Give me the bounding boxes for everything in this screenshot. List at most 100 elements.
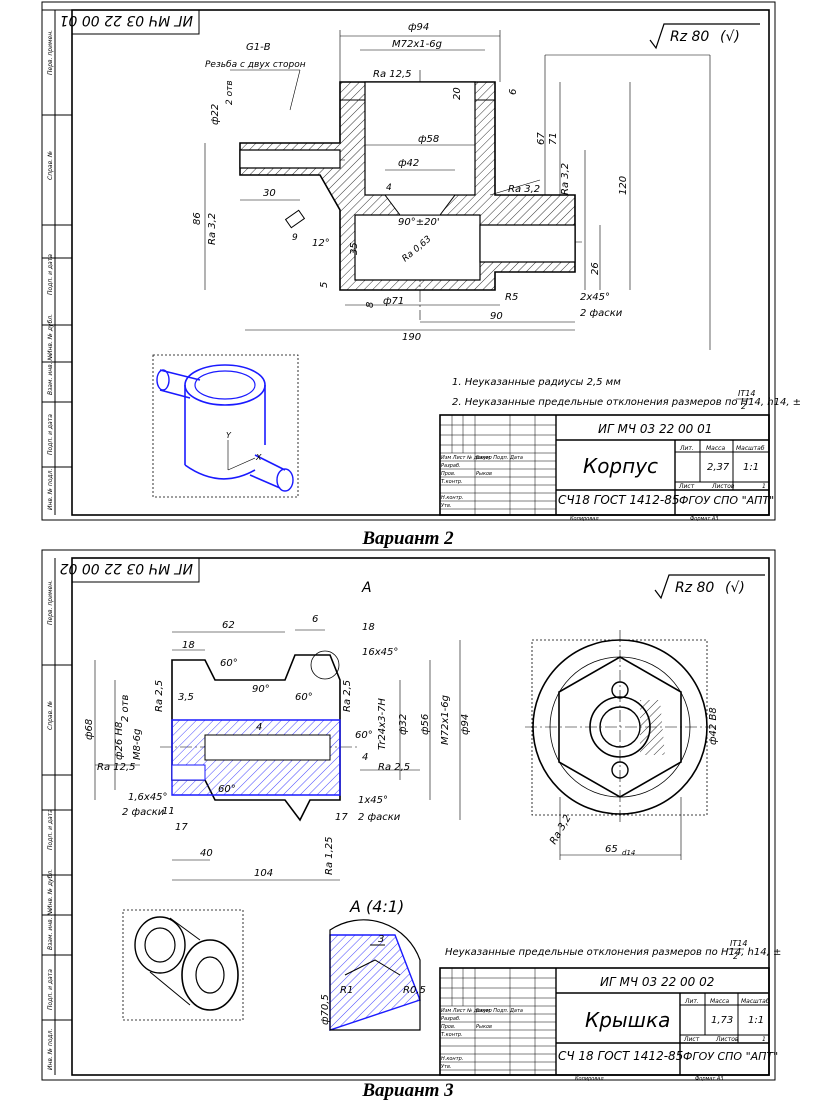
svg-text:2 фаски: 2 фаски bbox=[358, 812, 401, 823]
svg-text:Масса: Масса bbox=[710, 998, 729, 1005]
svg-text:Ra 2,5: Ra 2,5 bbox=[378, 762, 410, 773]
caption-variant-2: Вариант 2 bbox=[362, 528, 454, 549]
sheet-variant-3: Перв. примен. Справ. № Подп. и дата Инв.… bbox=[41, 549, 781, 1082]
svg-text:Ra 12,5: Ra 12,5 bbox=[373, 69, 412, 80]
left-stamp-column: Перв. примен. Справ. № Подп. и дата Инв.… bbox=[42, 558, 72, 1075]
sheet-outer-border bbox=[41, 549, 776, 1081]
title-material: СЧ18 ГОСТ 1412-85 bbox=[558, 493, 679, 507]
left-stamp-column: Перв. примен. Справ. № Подп. и дата Инв.… bbox=[42, 9, 72, 515]
svg-text:IT14: IT14 bbox=[730, 939, 747, 948]
svg-text:Ra 3,2: Ra 3,2 bbox=[207, 213, 218, 245]
svg-text:d14: d14 bbox=[622, 849, 635, 857]
dimension-lines bbox=[204, 30, 711, 350]
svg-text:Подп. и дата: Подп. и дата bbox=[47, 969, 54, 1010]
svg-text:Рыков: Рыков bbox=[476, 471, 492, 477]
title-block: Изм Лист № докум. Подп. Дата Разраб. Бак… bbox=[439, 967, 778, 1082]
svg-text:11: 11 bbox=[162, 806, 175, 817]
surface-finish-check: (√) bbox=[725, 580, 745, 596]
svg-text:90°: 90° bbox=[252, 684, 270, 695]
svg-text:Изм Лист № докум. Подп. Дат: Изм Лист № докум. Подп. Дата bbox=[441, 1008, 523, 1014]
top-designation: ИГ МЧ 03 22 00 01 bbox=[60, 12, 193, 28]
svg-text:Листов: Листов bbox=[711, 483, 735, 490]
svg-text:Утв.: Утв. bbox=[441, 1064, 452, 1070]
svg-text:Подп. и дата: Подп. и дата bbox=[47, 809, 54, 850]
svg-text:ф56: ф56 bbox=[420, 714, 431, 735]
svg-text:Инв. № подл.: Инв. № подл. bbox=[47, 469, 54, 510]
svg-text:Пров.: Пров. bbox=[441, 1024, 456, 1030]
svg-text:2 фаски: 2 фаски bbox=[122, 807, 165, 818]
svg-text:40: 40 bbox=[200, 848, 213, 859]
surface-finish-check: (√) bbox=[720, 29, 740, 45]
svg-text:1,6x45°: 1,6x45° bbox=[128, 792, 168, 803]
svg-text:4: 4 bbox=[386, 183, 392, 193]
svg-text:71: 71 bbox=[548, 132, 559, 145]
svg-text:26: 26 bbox=[590, 262, 601, 275]
svg-text:Бакер: Бакер bbox=[476, 455, 492, 461]
svg-text:Подп. и дата: Подп. и дата bbox=[47, 414, 54, 455]
title-mass: 1,73 bbox=[711, 1015, 733, 1026]
svg-text:ф94: ф94 bbox=[460, 714, 471, 735]
svg-text:ф42: ф42 bbox=[398, 158, 419, 169]
svg-text:ф70,5: ф70,5 bbox=[320, 994, 331, 1025]
title-mass: 2,37 bbox=[707, 462, 730, 473]
svg-text:4: 4 bbox=[256, 722, 262, 733]
svg-text:Перв. примен.: Перв. примен. bbox=[47, 580, 54, 625]
svg-text:3: 3 bbox=[378, 934, 384, 945]
title-designation: ИГ МЧ 03 22 00 02 bbox=[600, 975, 714, 989]
isometric-view bbox=[122, 909, 244, 1021]
caption-variant-3: Вариант 3 bbox=[362, 1080, 454, 1101]
svg-text:65: 65 bbox=[605, 844, 618, 855]
svg-text:Бакер: Бакер bbox=[476, 1008, 492, 1014]
title-scale: 1:1 bbox=[748, 1015, 764, 1026]
surface-finish-symbol bbox=[654, 574, 765, 600]
section-label: A bbox=[361, 580, 372, 596]
svg-text:67: 67 bbox=[536, 132, 547, 145]
svg-text:ф32: ф32 bbox=[398, 714, 409, 735]
svg-text:17: 17 bbox=[175, 822, 188, 833]
detail-view: A (4:1) 3 R1 R0,5 ф70,5 bbox=[320, 897, 426, 1031]
svg-text:35: 35 bbox=[349, 242, 360, 255]
title-material: СЧ 18 ГОСТ 1412-85 bbox=[558, 1049, 683, 1063]
svg-text:Справ. №: Справ. № bbox=[47, 701, 54, 730]
svg-text:ф94: ф94 bbox=[408, 22, 429, 33]
svg-text:X: X bbox=[255, 453, 262, 462]
svg-text:Ra 3,2: Ra 3,2 bbox=[508, 184, 540, 195]
svg-text:Н.контр.: Н.контр. bbox=[441, 495, 463, 501]
svg-text:1: 1 bbox=[762, 483, 766, 490]
svg-text:Рыков: Рыков bbox=[476, 1024, 492, 1030]
svg-text:20: 20 bbox=[452, 87, 463, 100]
svg-text:M72x1-6g: M72x1-6g bbox=[440, 695, 451, 745]
svg-text:60°: 60° bbox=[220, 658, 238, 669]
svg-text:86: 86 bbox=[192, 212, 203, 225]
svg-text:Ra 1,25: Ra 1,25 bbox=[324, 836, 335, 875]
svg-text:16x45°: 16x45° bbox=[362, 647, 398, 658]
note-frac-num: IT14 bbox=[738, 389, 755, 398]
svg-text:Взам. инв. №: Взам. инв. № bbox=[47, 354, 54, 395]
svg-text:2 фаски: 2 фаски bbox=[580, 308, 623, 319]
svg-text:30: 30 bbox=[263, 188, 276, 199]
svg-text:Копировал: Копировал bbox=[575, 1076, 604, 1082]
svg-text:2: 2 bbox=[733, 952, 738, 961]
svg-text:ф42 B8: ф42 B8 bbox=[708, 707, 719, 745]
svg-text:Перв. примен.: Перв. примен. bbox=[47, 30, 54, 75]
svg-text:Взам. инв. №: Взам. инв. № bbox=[47, 909, 54, 950]
svg-text:2 отв: 2 отв bbox=[225, 80, 235, 105]
svg-text:6: 6 bbox=[508, 89, 519, 95]
svg-text:6: 6 bbox=[312, 614, 318, 625]
svg-text:60°: 60° bbox=[355, 730, 373, 741]
svg-text:5: 5 bbox=[319, 282, 330, 288]
svg-text:ф58: ф58 bbox=[418, 134, 439, 145]
title-block: Изм Лист № докум. Подп. Дата Разраб. Бак… bbox=[439, 414, 774, 522]
svg-text:ф71: ф71 bbox=[383, 296, 404, 307]
svg-text:104: 104 bbox=[254, 868, 273, 879]
svg-text:Лист: Лист bbox=[683, 1036, 700, 1043]
svg-text:90: 90 bbox=[490, 311, 503, 322]
top-designation-box bbox=[71, 557, 200, 583]
dimension-texts: 62 6 18 18 16x45° 60° 60° 60° 60° 90° ф6… bbox=[84, 580, 471, 879]
svg-text:R0,5: R0,5 bbox=[403, 985, 426, 996]
front-view: ф42 B8 65 d14 Ra 3,2 bbox=[525, 630, 719, 860]
svg-text:Лит.: Лит. bbox=[679, 445, 694, 452]
svg-text:17: 17 bbox=[335, 812, 348, 823]
title-designation: ИГ МЧ 03 22 00 01 bbox=[598, 422, 712, 436]
